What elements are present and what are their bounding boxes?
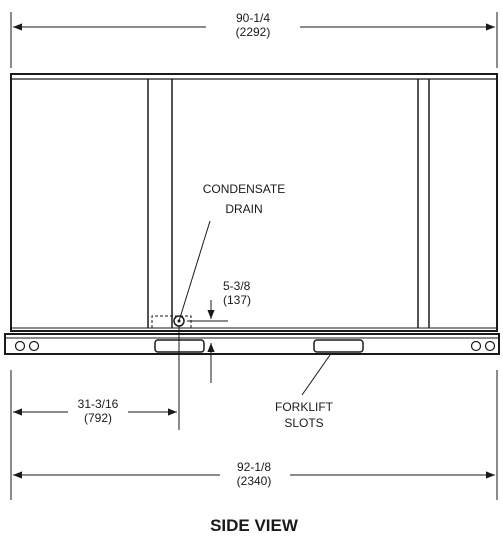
bottom-width-metric: (2340) [237, 474, 272, 488]
base-rail-outline [4, 333, 500, 355]
drain-pan-outline [151, 315, 192, 328]
base-rail: FORKLIFT SLOTS [4, 333, 500, 430]
drain-offset-metric: (792) [84, 411, 112, 425]
lift-hole-left-2 [28, 340, 40, 352]
drain-height-dimension: 5-3/8 (137) [187, 279, 251, 383]
bottom-width-dimension: 92-1/8 (2340) [13, 370, 498, 500]
view-title: SIDE VIEW [210, 516, 299, 535]
forklift-slot-right [313, 339, 364, 353]
lift-hole-right-1 [470, 340, 482, 352]
forklift-label-line1: FORKLIFT [275, 400, 334, 414]
forklift-label-line2: SLOTS [284, 416, 323, 430]
condensate-leader [178, 220, 211, 322]
drain-height-imperial: 5-3/8 [223, 279, 251, 293]
unit-outline [10, 73, 498, 332]
condensate-label-line1: CONDENSATE [203, 182, 285, 196]
top-width-metric: (2292) [236, 25, 271, 39]
drain-height-metric: (137) [223, 293, 251, 307]
top-width-imperial: 90-1/4 [236, 11, 270, 25]
lift-hole-left-1 [14, 340, 26, 352]
top-width-dimension: 90-1/4 (2292) [10, 11, 498, 68]
unit-body [10, 73, 498, 332]
forklift-leader [301, 354, 331, 396]
drain-offset-imperial: 31-3/16 [78, 397, 119, 411]
lift-hole-right-2 [484, 340, 496, 352]
bottom-width-imperial: 92-1/8 [237, 460, 271, 474]
condensate-label-line2: DRAIN [225, 202, 262, 216]
drain-offset-dimension: 31-3/16 (792) [10, 326, 180, 500]
